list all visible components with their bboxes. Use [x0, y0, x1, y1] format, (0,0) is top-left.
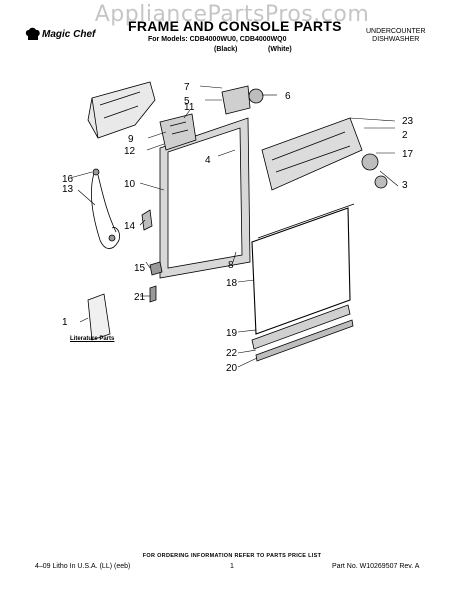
callout-9: 9: [128, 134, 134, 145]
switch-part: [141, 209, 153, 231]
callout-1: 1: [62, 317, 68, 328]
callout-22: 22: [226, 348, 238, 359]
toe-kick-strip-part: [255, 319, 354, 362]
callout-17: 17: [402, 149, 414, 160]
callout-19: 19: [226, 328, 238, 339]
console-cover-part: [87, 81, 156, 139]
page-number: 1: [230, 563, 234, 570]
callout-labels: 1 2 3 4 5 6 7 8 9 10 11 12 13 14 15 16 1…: [62, 82, 414, 374]
callout-14: 14: [124, 221, 136, 232]
callout-12: 12: [124, 146, 136, 157]
callout-7: 7: [184, 82, 190, 93]
callout-8: 8: [228, 260, 234, 271]
spring-part: [149, 285, 157, 303]
brand-logo: Magic Chef: [24, 26, 114, 44]
callout-5: 5: [184, 96, 190, 107]
category-line-1: UNDERCOUNTER: [366, 28, 426, 35]
callout-11: 11: [184, 102, 195, 113]
page-title: FRAME AND CONSOLE PARTS: [128, 18, 342, 34]
model-numbers: For Models: CDB4000WU0, CDB4000WQ0: [148, 36, 287, 43]
category-line-2: DISHWASHER: [372, 36, 420, 43]
callout-20: 20: [226, 363, 238, 374]
watermark: AppliancePartsPros.com: [94, 2, 370, 27]
color-white-label: (White): [268, 46, 292, 53]
literature-booklet: [87, 293, 111, 341]
color-black-label: (Black): [214, 46, 238, 53]
callout-18: 18: [226, 278, 238, 289]
appliance-category: UNDERCOUNTER DISHWASHER: [366, 28, 426, 44]
handle-bracket-part: [221, 85, 264, 115]
latch-bracket-part: [159, 113, 197, 151]
callout-15: 15: [134, 263, 146, 274]
hinge-part: [149, 261, 163, 276]
callout-21: 21: [134, 292, 146, 303]
callout-3: 3: [402, 180, 408, 191]
wire-harness-part: [91, 168, 120, 249]
control-panel-part: [261, 117, 388, 191]
ordering-note: FOR ORDERING INFORMATION REFER TO PARTS …: [142, 553, 322, 559]
door-frame-part: [159, 117, 251, 279]
callout-23: 23: [402, 116, 414, 127]
callout-2: 2: [402, 130, 408, 141]
footer-print-info: 4–09 Litho In U.S.A. (LL) (eeb): [35, 563, 131, 570]
callout-10: 10: [124, 179, 136, 190]
door-panel-part: [251, 207, 351, 335]
brand-name: Magic Chef: [42, 29, 96, 40]
callout-6: 6: [285, 91, 291, 102]
callout-13: 13: [62, 184, 74, 195]
toe-kick-part: [251, 304, 351, 350]
callout-16: 16: [62, 174, 74, 185]
chef-hat-icon: [25, 27, 40, 40]
literature-label: Literature Parts: [70, 336, 115, 342]
part-number: Part No. W10269507 Rev. A: [332, 563, 420, 570]
callout-4: 4: [205, 155, 211, 166]
